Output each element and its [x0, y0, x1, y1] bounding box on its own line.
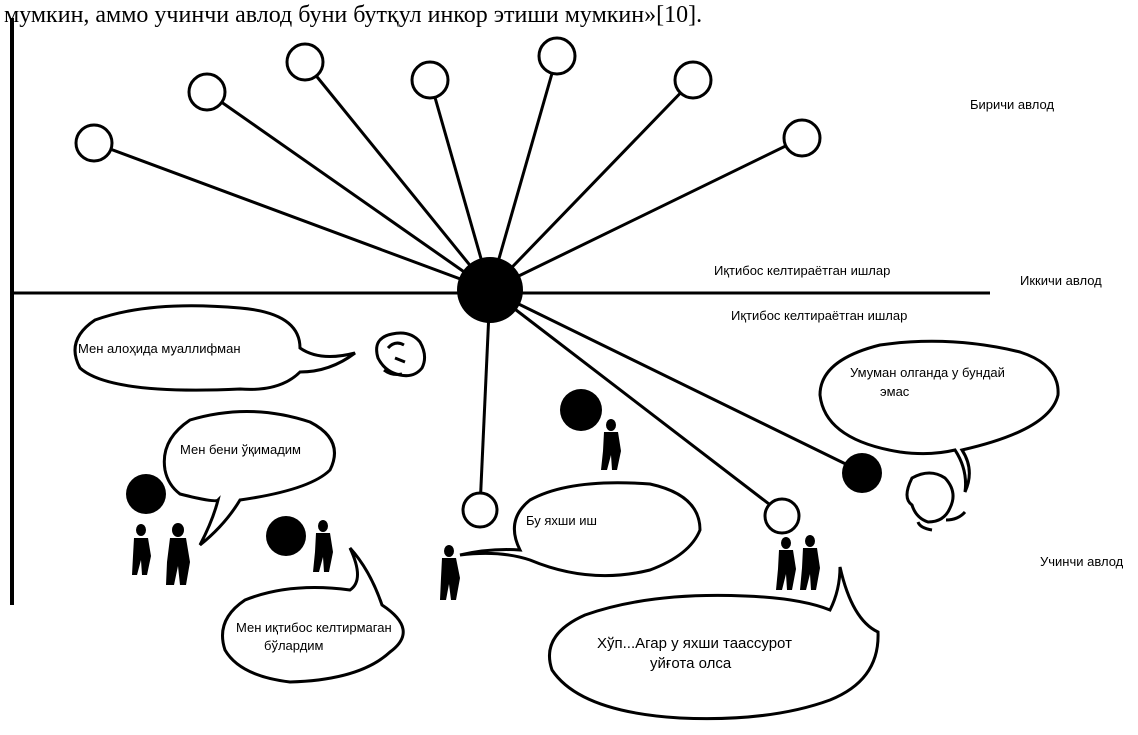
- link-first-4: [428, 79, 492, 291]
- bubble-doubt-line1: Хўп...Агар у яхши таассурот: [597, 635, 792, 652]
- link-first-5: [488, 55, 559, 291]
- bubble-not-so: Умуман олганда у бундай эмас: [818, 339, 1060, 493]
- link-first-3: [303, 61, 492, 291]
- figure-good-work: [440, 545, 460, 600]
- third-node-good: [461, 491, 499, 529]
- first-node-5: [537, 36, 577, 76]
- figure-left-1: [132, 524, 151, 575]
- bubble-special-author: Мен алоҳида муаллифман: [73, 304, 356, 392]
- first-node-7: [782, 118, 822, 158]
- third-node-doubt: [763, 497, 801, 535]
- figure-middle: [601, 419, 621, 470]
- link-third-3: [489, 288, 863, 474]
- top-sentence: мумкин, аммо учинчи авлод буни бутқул ин…: [4, 2, 702, 28]
- bubble-not-understood: Мен бени ўқимадим: [162, 410, 336, 547]
- third-node-dark-left: [126, 474, 166, 514]
- third-node-dark-center: [266, 516, 306, 556]
- bubble-not-cited-line2: бўлардим: [264, 638, 324, 653]
- link-third-1: [478, 289, 492, 509]
- first-generation-links: [93, 55, 803, 292]
- label-first-generation: Биричи авлод: [970, 97, 1054, 112]
- first-node-6: [673, 60, 713, 100]
- bubble-not-so-line2: эмас: [880, 384, 910, 399]
- first-node-4: [410, 60, 450, 100]
- bubble-special-author-text: Мен алоҳида муаллифман: [78, 341, 241, 356]
- face-doodle-special-author: [375, 331, 427, 378]
- bubble-good-work: Бу яхши иш: [459, 481, 702, 578]
- third-node-dark-middle: [560, 389, 602, 431]
- label-second-generation: Иккичи авлод: [1020, 273, 1102, 288]
- first-node-2: [187, 72, 227, 112]
- link-first-2: [206, 90, 491, 292]
- third-node-not-so: [842, 453, 882, 493]
- label-third-generation: Учинчи авлод: [1040, 554, 1124, 569]
- face-doodle-not-so: [905, 471, 967, 532]
- label-citing-works-below: Иқтибос келтираётган ишлар: [731, 308, 907, 323]
- stick-figures: [132, 419, 820, 600]
- figure-doubt-1: [776, 537, 796, 590]
- bubble-not-understood-text: Мен бени ўқимадим: [180, 442, 301, 457]
- link-first-1: [93, 141, 491, 292]
- figure-doubt-2: [800, 535, 820, 590]
- link-third-2: [489, 288, 783, 516]
- bubble-not-cited: Мен иқтибос келтирмаган бўлардим: [221, 546, 405, 684]
- figure-left-2: [166, 523, 190, 585]
- bubble-doubt-line2: уйғота олса: [650, 655, 732, 672]
- first-generation-nodes: [74, 36, 822, 163]
- label-citing-works-above: Иқтибос келтираётган ишлар: [714, 263, 890, 278]
- bubble-good-work-text: Бу яхши иш: [526, 513, 597, 528]
- figure-center: [313, 520, 333, 572]
- link-first-7: [489, 136, 803, 292]
- bubble-not-so-line1: Умуман олганда у бундай: [850, 365, 1005, 380]
- first-node-3: [285, 42, 325, 82]
- third-generation-links: [478, 288, 863, 516]
- bubble-doubt: Хўп...Агар у яхши таассурот уйғота олса: [547, 566, 880, 721]
- cited-work-hub: [457, 257, 523, 323]
- bubble-not-cited-line1: Мен иқтибос келтирмаган: [236, 620, 392, 635]
- first-node-1: [74, 123, 114, 163]
- link-first-6: [488, 78, 695, 292]
